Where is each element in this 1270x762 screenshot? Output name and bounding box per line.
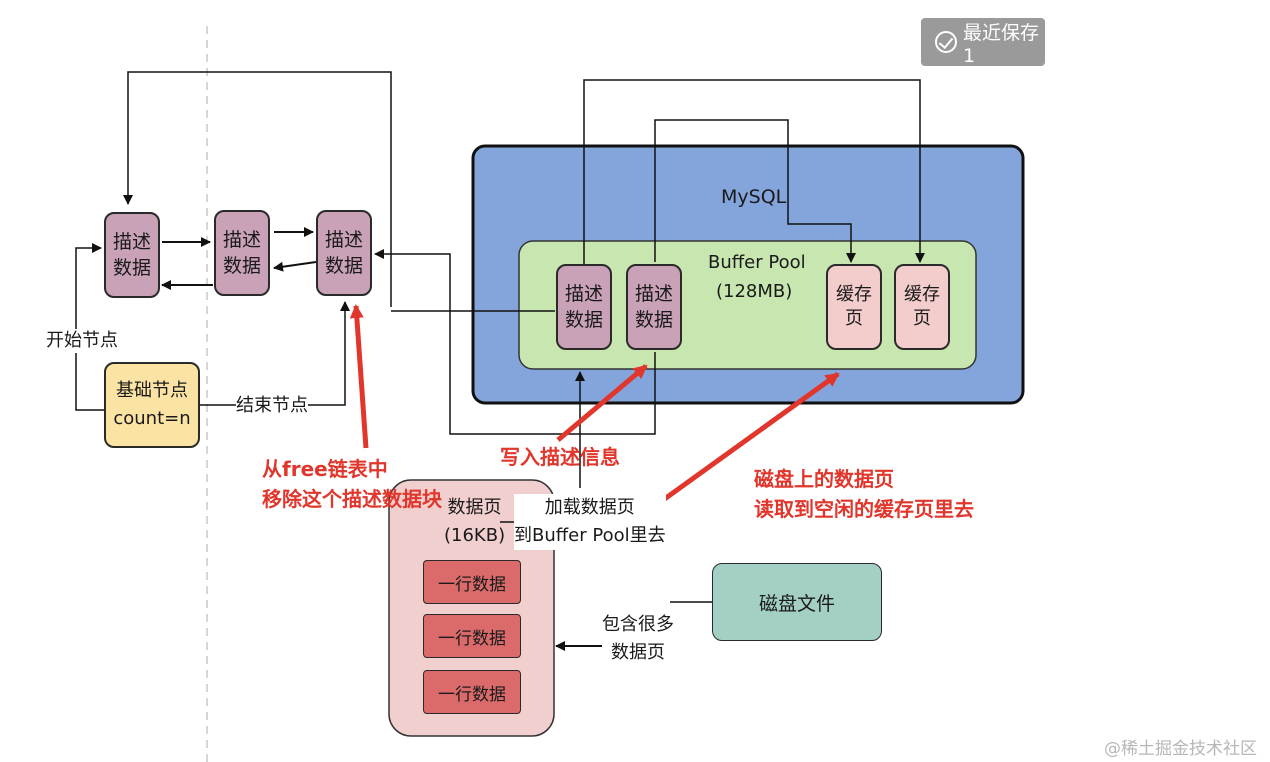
free-list-desc-node: 描述 数据 — [316, 210, 372, 296]
buffer-pool-size: (128MB) — [716, 281, 793, 302]
watermark: @稀土掘金技术社区 — [1104, 739, 1257, 759]
check-circle-icon — [935, 31, 957, 53]
connector-pd2-loop — [374, 249, 656, 435]
arrow-d3-d2 — [273, 261, 317, 272]
cache-page: 缓存页 — [826, 264, 882, 350]
connector-top-loop — [123, 71, 392, 307]
connector-pd2-cache1 — [654, 119, 856, 263]
mysql-label: MySQL — [721, 186, 787, 208]
buffer-pool-desc-node: 描述 数据 — [626, 264, 682, 350]
buffer-pool-title: Buffer Pool — [708, 252, 806, 273]
start-node-label: 开始节点 — [46, 329, 118, 353]
toast-text: 最近保存 1 — [963, 21, 1040, 67]
load-label: 加载数据页 到Buffer Pool里去 — [514, 494, 666, 550]
free-list-desc-node: 描述 数据 — [104, 212, 160, 298]
annotation-remove: 从free链表中 移除这个描述数据块 — [262, 457, 442, 511]
save-toast: 最近保存 1 — [921, 18, 1045, 66]
annotation-disk-read: 磁盘上的数据页 读取到空闲的缓存页里去 — [754, 467, 974, 521]
annotation-write: 写入描述信息 — [500, 445, 620, 469]
red-arrow-write — [556, 364, 648, 442]
end-node-label: 结束节点 — [236, 394, 308, 418]
red-arrow-disk — [650, 371, 840, 511]
free-list-desc-node: 描述 数据 — [214, 210, 270, 296]
contains-label: 包含很多 数据页 — [602, 611, 674, 667]
buffer-pool-desc-node: 描述 数据 — [556, 264, 612, 350]
data-row: 一行数据 — [423, 614, 521, 658]
connector-pd1-cache2 — [583, 79, 925, 264]
cache-page: 缓存页 — [894, 264, 950, 350]
base-node: 基础节点 count=n — [104, 362, 200, 448]
connector-end-node — [200, 301, 350, 406]
red-arrow-remove — [349, 304, 369, 449]
data-page-label: 数据页 (16KB) — [444, 497, 506, 546]
disk-file: 磁盘文件 — [712, 563, 882, 641]
data-row: 一行数据 — [423, 670, 521, 714]
data-row: 一行数据 — [423, 560, 521, 604]
